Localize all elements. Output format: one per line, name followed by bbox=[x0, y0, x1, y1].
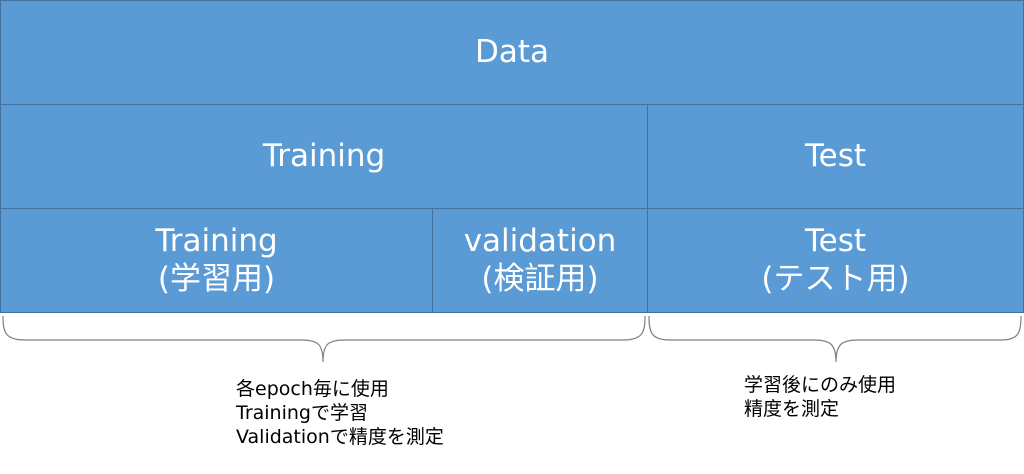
test-subset-label: Test bbox=[804, 222, 867, 259]
test-label: Test bbox=[804, 137, 867, 174]
test-subset-block: Test (テスト用) bbox=[647, 208, 1024, 313]
data-block: Data bbox=[0, 0, 1024, 105]
training-block: Training bbox=[0, 104, 648, 209]
training-subset-block: Training (学習用) bbox=[0, 208, 433, 313]
left-curly-brace bbox=[2, 315, 646, 363]
validation-subset-label: validation bbox=[463, 222, 617, 259]
note-line: 学習後にのみ使用 bbox=[744, 374, 897, 396]
training-usage-note: 各epoch毎に使用 Trainingで学習 Validationで精度を測定 bbox=[236, 377, 444, 449]
training-subset-sublabel: (学習用) bbox=[157, 260, 276, 297]
training-label: Training bbox=[262, 137, 386, 174]
note-line: Validationで精度を測定 bbox=[236, 426, 444, 448]
right-curly-brace bbox=[648, 315, 1022, 363]
validation-subset-block: validation (検証用) bbox=[432, 208, 648, 313]
test-subset-sublabel: (テスト用) bbox=[761, 260, 910, 297]
note-line: Trainingで学習 bbox=[236, 402, 368, 424]
test-usage-note: 学習後にのみ使用 精度を測定 bbox=[744, 373, 896, 421]
validation-subset-sublabel: (検証用) bbox=[481, 260, 599, 297]
training-subset-label: Training bbox=[155, 222, 278, 259]
test-block: Test bbox=[647, 104, 1024, 209]
note-line: 各epoch毎に使用 bbox=[236, 378, 389, 400]
data-label: Data bbox=[474, 33, 550, 70]
note-line: 精度を測定 bbox=[744, 398, 840, 420]
